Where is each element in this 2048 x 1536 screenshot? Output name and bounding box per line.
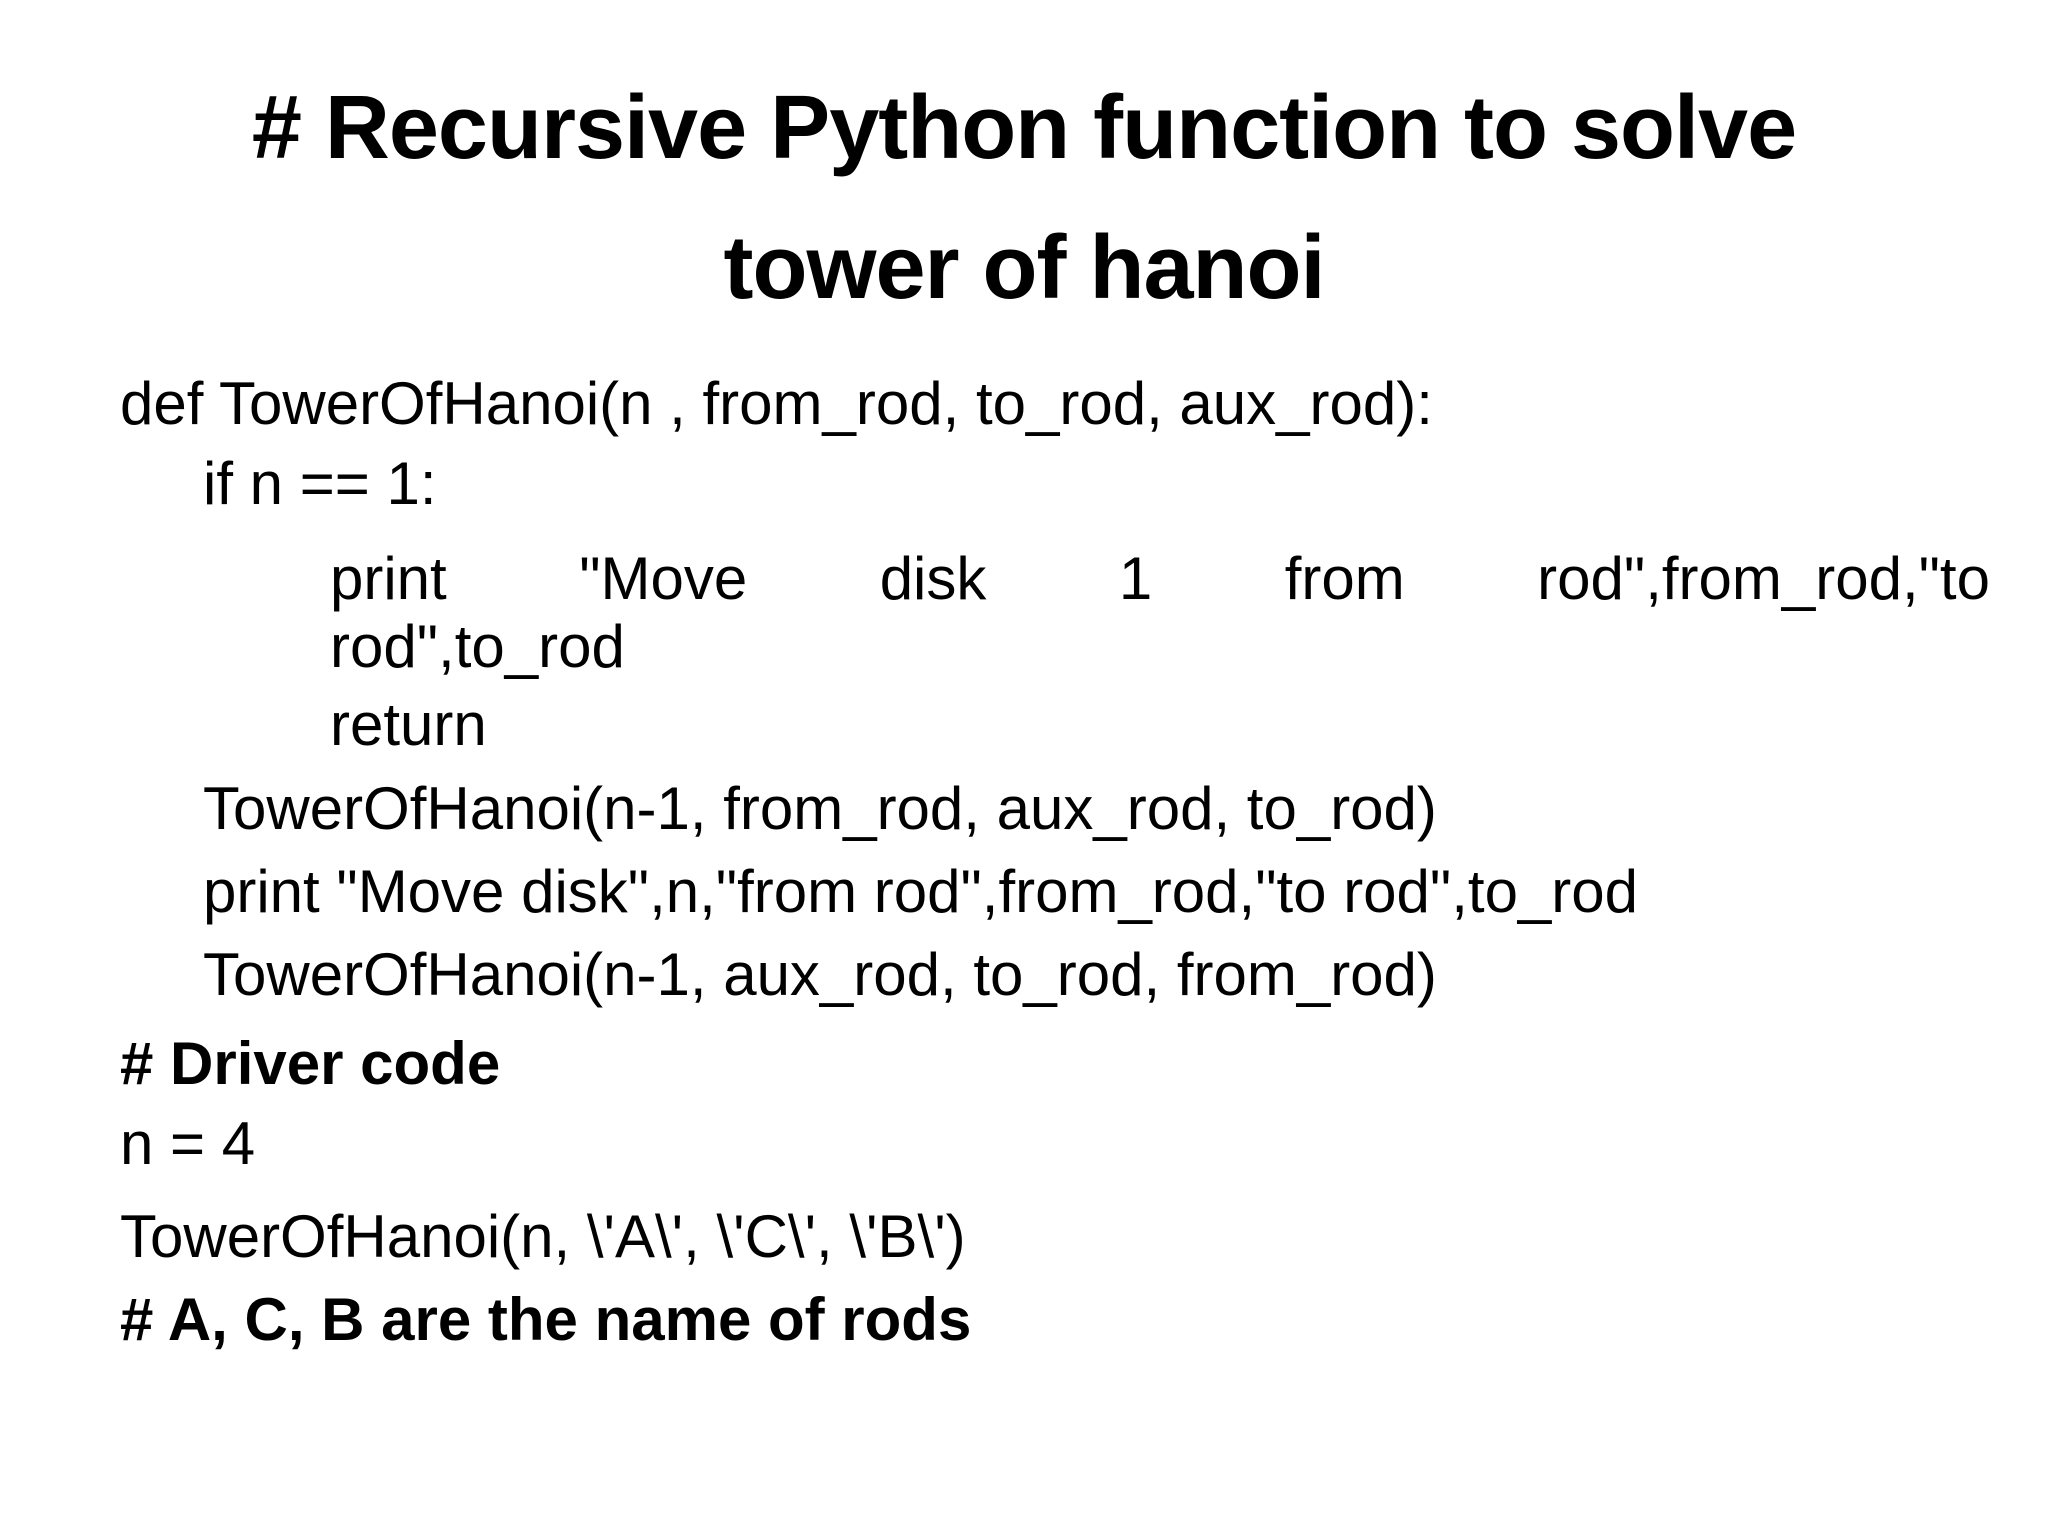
print-token: 1 [1118,545,1153,612]
code-line-call: TowerOfHanoi(n, \'A\', \'C\', \'B\') [120,1203,966,1270]
code-line-return: return [330,691,487,758]
code-line-recurse-1: TowerOfHanoi(n-1, from_rod, aux_rod, to_… [203,775,1437,842]
code-line-if: if n == 1: [203,450,437,517]
code-line-n-assign: n = 4 [120,1110,256,1177]
code-line-recurse-2: TowerOfHanoi(n-1, aux_rod, to_rod, from_… [203,941,1437,1008]
print-token: disk [879,545,987,612]
slide-title: # Recursive Python function to solve tow… [0,58,2048,338]
code-line-rods-comment: # A, C, B are the name of rods [120,1286,972,1353]
code-line-print-2: print "Move disk",n,"from rod",from_rod,… [203,858,1639,925]
print-token: "Move [579,545,748,612]
code-line-print-wrap: rod",to_rod [330,613,625,680]
code-line-print-justified: print "Move disk 1 from rod",from_rod,"t… [330,544,1990,614]
code-line-driver-comment: # Driver code [120,1030,501,1097]
print-token: from [1284,545,1405,612]
print-token: rod",from_rod,"to [1537,545,1990,612]
code-line-def: def TowerOfHanoi(n , from_rod, to_rod, a… [120,370,1433,437]
title-line-2: tower of hanoi [723,218,1326,318]
print-token: print [330,545,447,612]
title-line-1: # Recursive Python function to solve [251,78,1797,178]
